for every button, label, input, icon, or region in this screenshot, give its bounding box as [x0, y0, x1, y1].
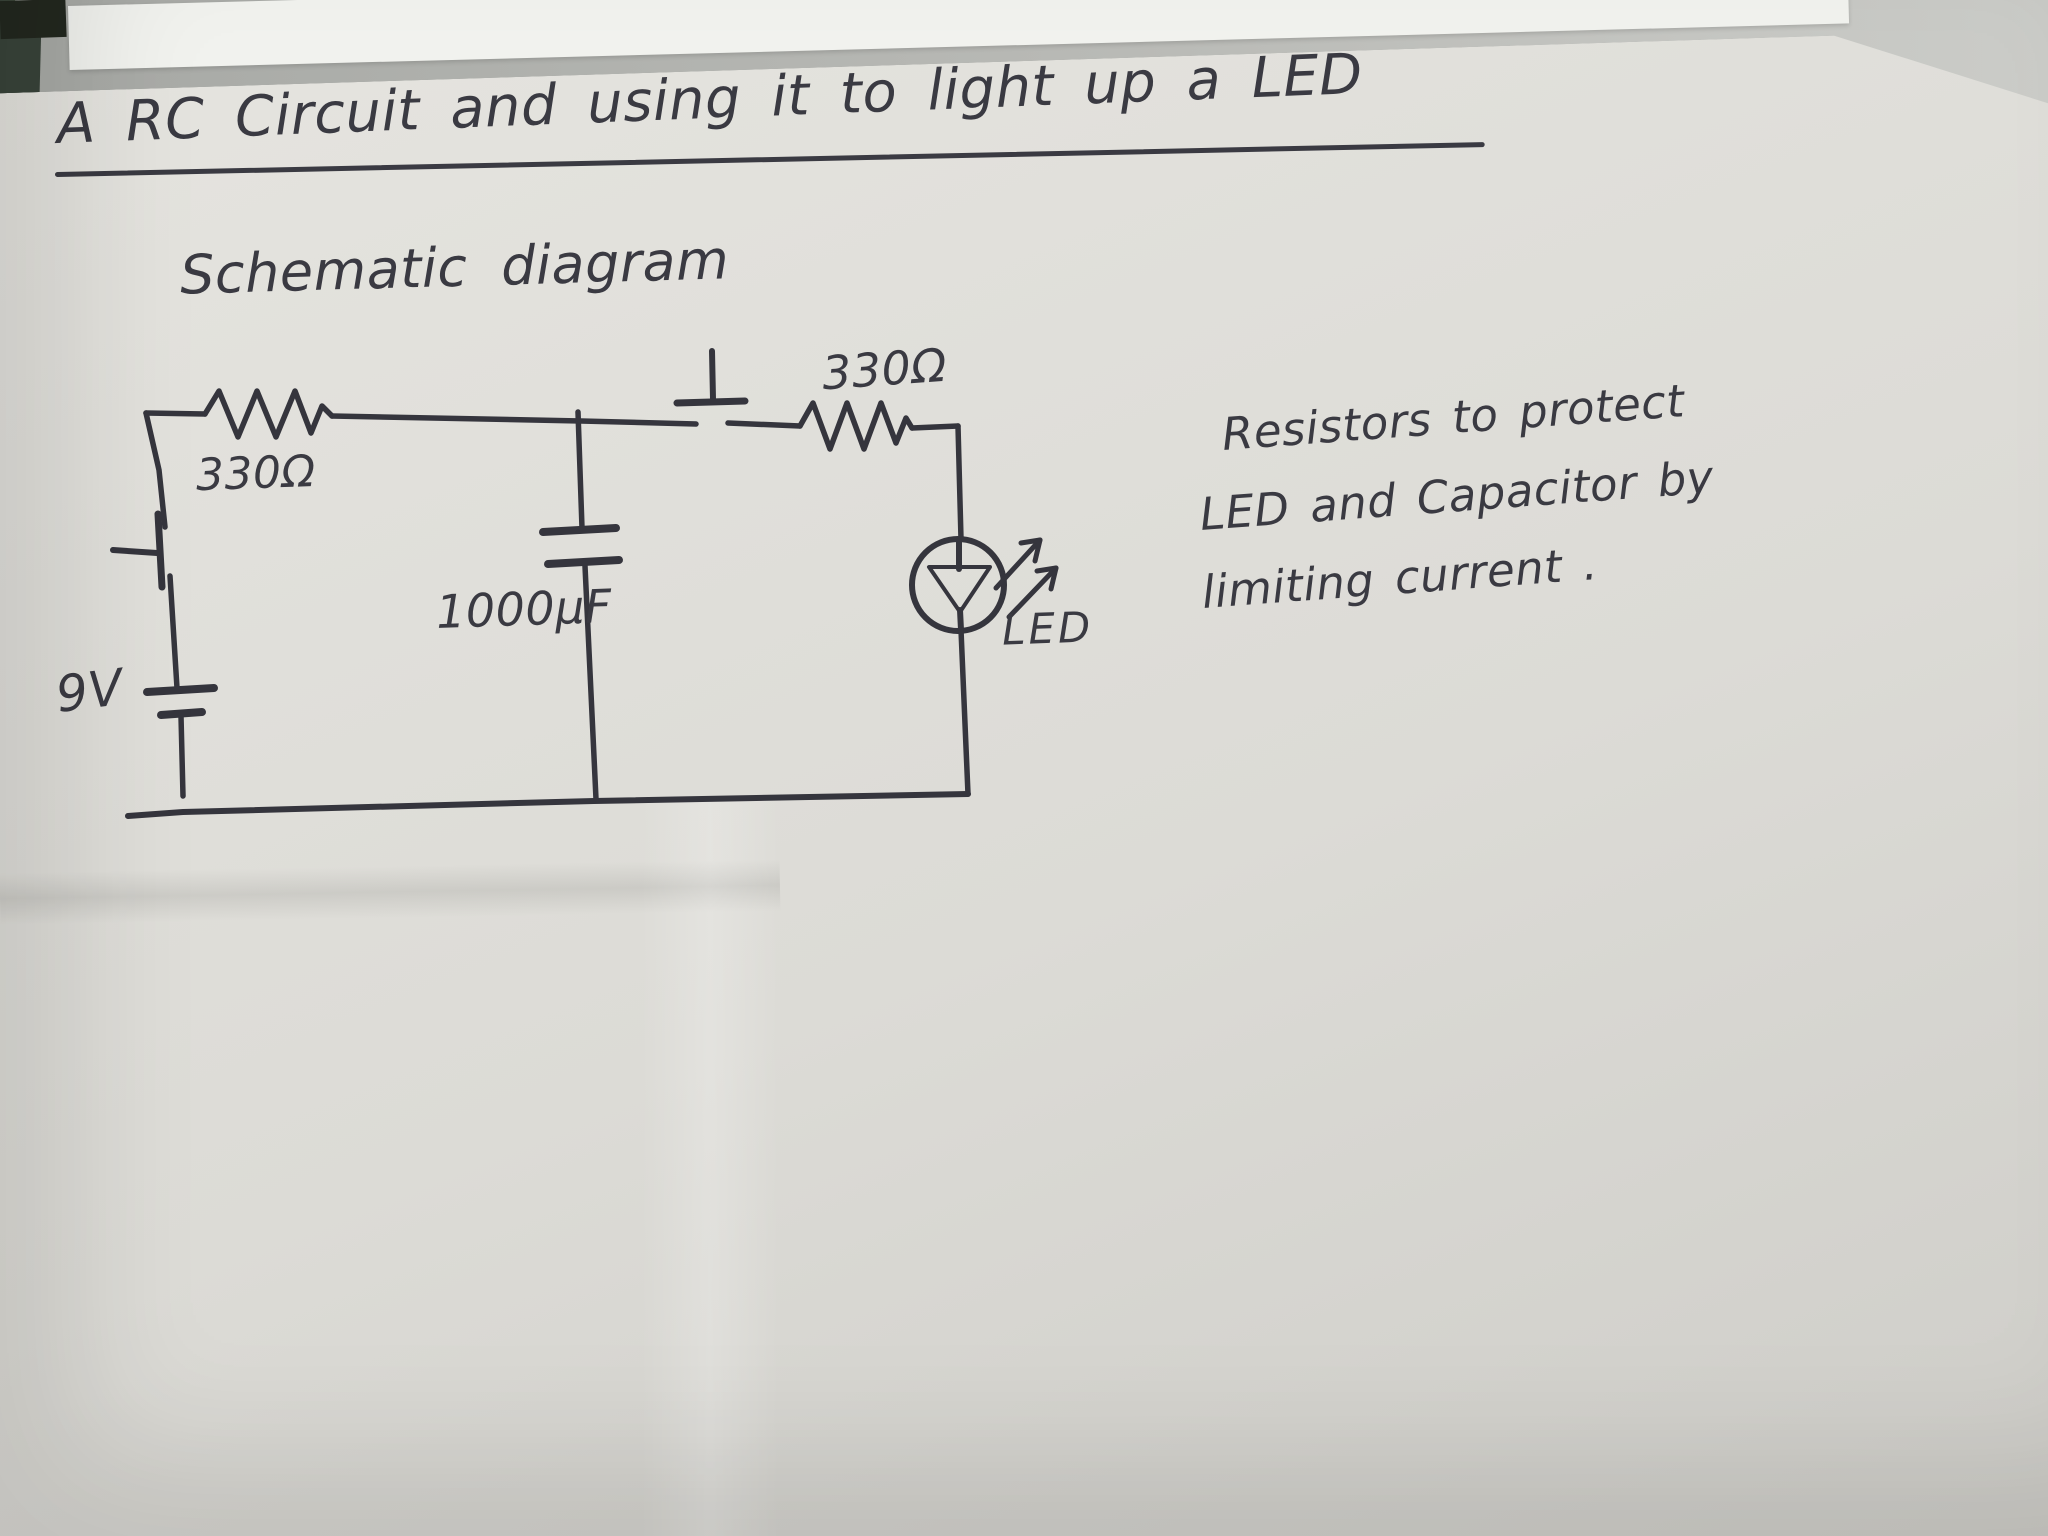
wire-left-lower: [178, 713, 186, 799]
led-light-arrows-icon: [993, 537, 1059, 620]
wire-after-switch: [725, 420, 803, 429]
wire-right-lower: [958, 627, 971, 797]
led-symbol: [909, 536, 1007, 634]
led-resistor-symbol: [797, 400, 915, 452]
paper-sheen: [640, 800, 780, 1536]
pushbutton-switch-icon-left: [110, 510, 166, 591]
charge-resistor-symbol: [202, 388, 335, 440]
pushbutton-switch-icon: [673, 348, 749, 407]
wire-bottom: [125, 791, 971, 819]
charge-resistor-label: 330Ω: [195, 445, 317, 502]
wire-top-left: [143, 410, 208, 417]
wire-right-upper: [955, 423, 964, 542]
capacitor-label: 1000μF: [435, 578, 613, 640]
led-label: LED: [1001, 602, 1095, 655]
battery-voltage-label: 9V: [52, 658, 127, 724]
wire-left-upper: [143, 410, 168, 530]
capacitor-symbol: [539, 409, 623, 802]
led-resistor-label: 330Ω: [820, 337, 949, 401]
wire-top-right: [909, 423, 961, 431]
battery-symbol: [143, 684, 218, 719]
wire-top-middle: [329, 413, 699, 427]
wire-left-middle: [167, 573, 180, 691]
